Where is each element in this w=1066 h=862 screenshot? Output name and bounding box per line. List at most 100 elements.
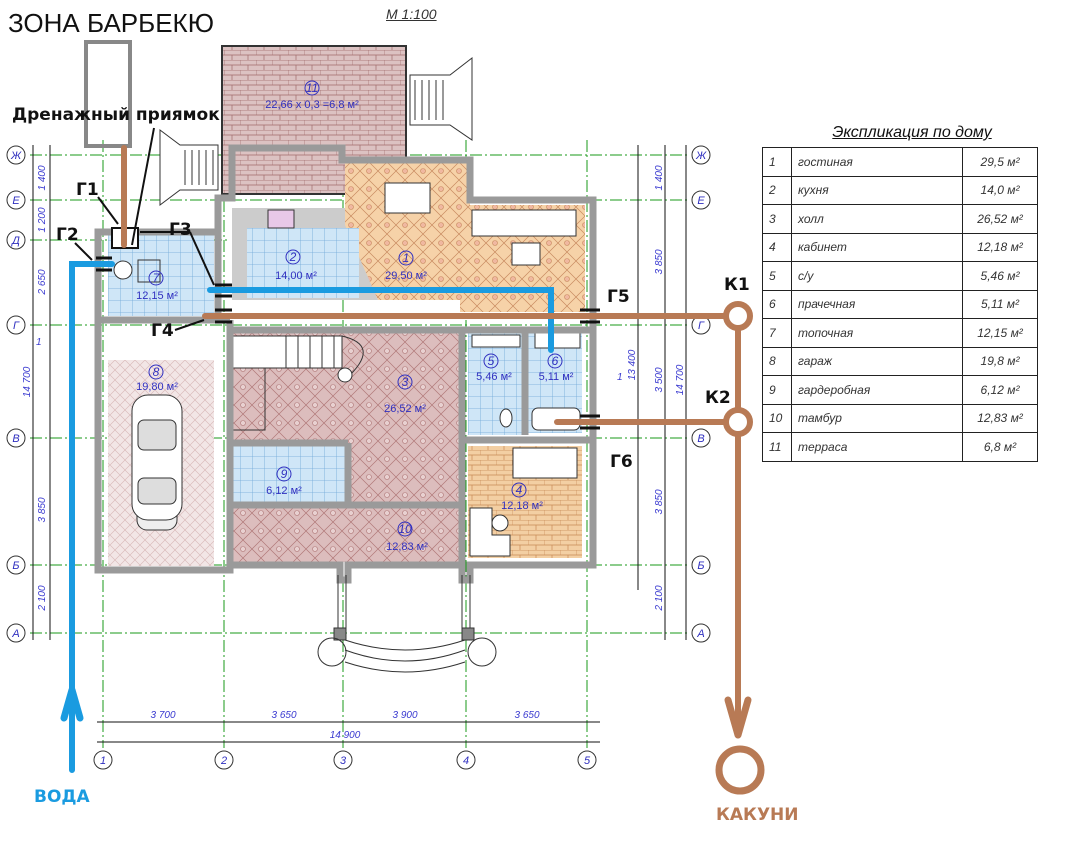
porch [317,575,497,673]
axis-label: В [12,433,19,445]
room-number: 5 [488,354,495,368]
dim-label: 3 850 [37,497,48,522]
room-area-cell: 6,8 м² [962,432,1038,462]
axis-label: 4 [463,755,469,767]
drain-label: Дренажный приямок [12,105,220,125]
drain-pit-box [84,40,132,148]
room-area: 12,15 м² [136,290,178,302]
room-number: 9 [281,467,288,481]
leader-lines [74,127,215,331]
dim-label: 3 700 [150,710,175,721]
room-name-cell: терраса [791,432,963,462]
room-area: 6,12 м² [266,485,302,497]
dim-label: 2 650 [37,269,48,295]
axis-label: В [697,433,704,445]
axis-label: Ж [695,150,707,162]
room-name-cell: с/у [791,261,963,291]
room-number: 6 [552,354,559,368]
axis-label: 5 [584,755,591,767]
room-area: 29,50 м² [385,270,427,282]
room-area-cell: 5,46 м² [962,261,1038,291]
room-number-cell: 7 [762,318,792,348]
room-number-cell: 3 [762,204,792,234]
room-area-cell: 5,11 м² [962,289,1038,319]
room-number: 8 [153,365,160,379]
axis-label: Е [12,195,20,207]
room-number-cell: 11 [762,432,792,462]
room-name-cell: тамбур [791,403,963,433]
terrace-stairs [159,56,473,206]
scale-label: М 1:100 [386,6,437,22]
axis-bubbles [6,145,711,770]
room-name-cell: гардеробная [791,375,963,405]
room-9-wardrobe [229,444,347,504]
dim-label: 2 100 [37,585,48,611]
car-icon [131,394,183,521]
interior-stair [231,335,364,431]
room-number: 10 [398,522,412,536]
dim-label: 1 400 [654,165,665,190]
axis-label: Б [12,560,19,572]
room-number-cell: 1 [762,147,792,177]
room-number: 2 [289,250,297,264]
room-area: 5,46 м² [476,371,512,383]
explication-title: Экспликация по дому [832,124,992,141]
water-pipe [60,261,554,773]
room-area-cell: 6,12 м² [962,375,1038,405]
axis-label: Г [698,320,705,332]
pipe-label-g3: Г3 [169,220,192,240]
pipe-wall-sleeves [96,256,600,430]
dim-label: 3 650 [514,710,539,721]
room-number-cell: 5 [762,261,792,291]
room-number-cell: 6 [762,289,792,319]
dim-label: 14 900 [330,730,361,741]
dim-label: 13 400 [627,349,638,380]
room-area-cell: 26,52 м² [962,204,1038,234]
dimension-lines [32,145,687,743]
dim-label: 1 400 [37,165,48,190]
room-name-cell: холл [791,204,963,234]
axis-label: 3 [340,755,347,767]
room-number: 11 [306,81,318,95]
dim-label: 3 850 [654,489,665,514]
room-10-tambur [230,507,462,562]
walls [94,144,597,584]
room-name-cell: гараж [791,346,963,376]
room-5-toilet [468,333,523,435]
section-mark: 1 [36,337,42,348]
dim-label: 3 850 [654,249,665,274]
dim-label: 14 700 [675,364,686,395]
room-number: 1 [403,251,410,265]
room-area: 22,66 x 0,3 =6,8 м² [265,99,359,111]
room-area: 14,00 м² [275,270,317,282]
section-mark: 1 [617,372,623,383]
room-name-cell: кабинет [791,232,963,262]
pipe-label-g2: Г2 [56,225,79,245]
pipe-label-g4: Г4 [151,321,174,341]
room-area: 12,83 м² [386,541,428,553]
sewer-label: КАКУНИ [716,805,799,825]
axis-label: Г [13,320,20,332]
room-number-cell: 4 [762,232,792,262]
dim-label: 3 500 [654,367,665,392]
axis-label: Е [697,195,705,207]
pipe-label-k2: К2 [705,388,731,408]
room-name-cell: гостиная [791,147,963,177]
room-area: 26,52 м² [384,403,426,415]
dim-label: 1 200 [37,207,48,232]
zone-title: ЗОНА БАРБЕКЮ [8,8,214,38]
room-number: 7 [153,271,161,285]
axis-label: А [11,628,19,640]
room-number-cell: 9 [762,375,792,405]
